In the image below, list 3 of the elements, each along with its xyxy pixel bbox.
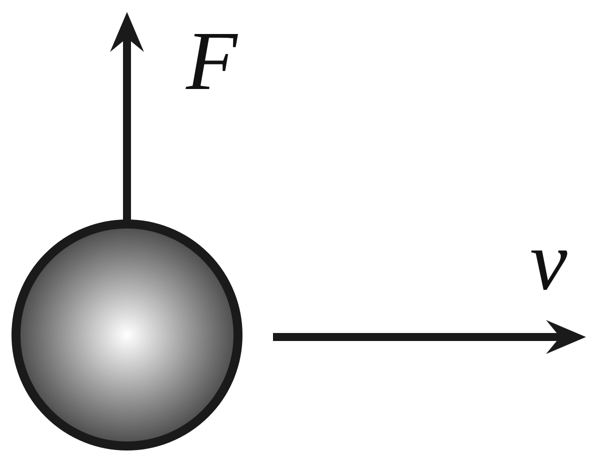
velocity-symbol: v	[530, 220, 568, 304]
force-symbol: F	[186, 20, 238, 104]
ball	[12, 220, 242, 450]
